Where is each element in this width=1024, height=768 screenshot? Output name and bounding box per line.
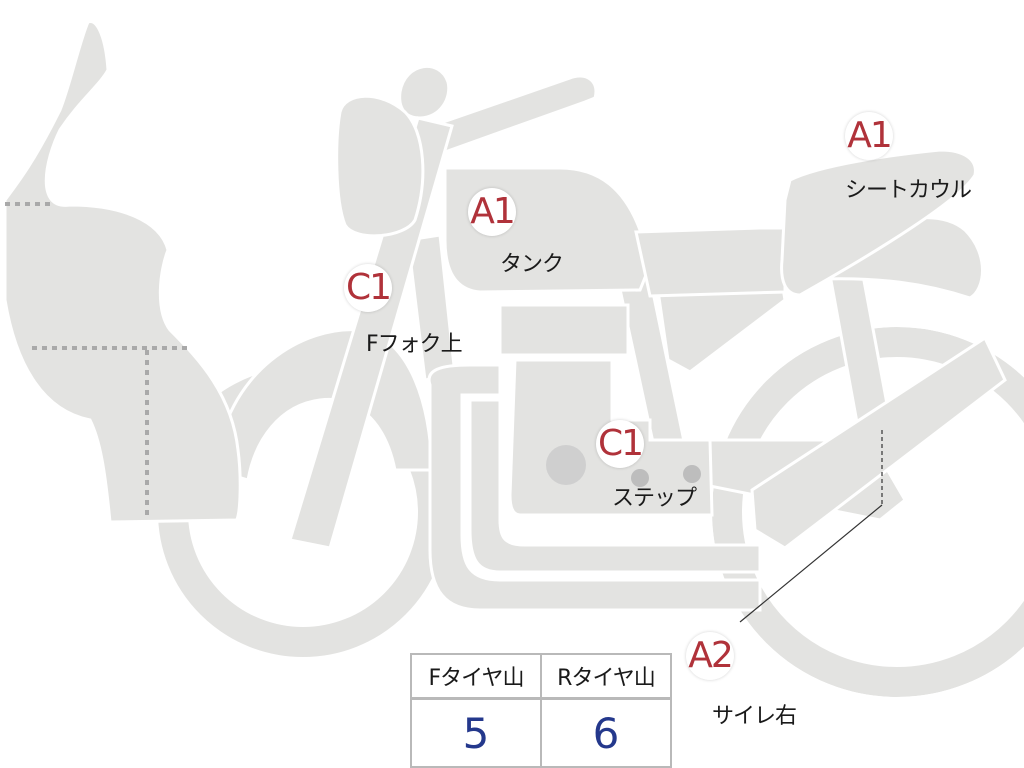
rear-tire-tread-header: Rタイヤ山 — [540, 655, 670, 697]
front-tire-tread-header: Fタイヤ山 — [428, 666, 525, 691]
step-marker: C1 — [596, 420, 644, 468]
fork-upper-marker: C1 — [344, 264, 392, 312]
rear-wheel — [712, 327, 1024, 697]
tire-tread-table: Fタイヤ山 Rタイヤ山 5 6 — [410, 653, 672, 768]
seat-cowl-label: シートカウル — [845, 178, 972, 203]
headlight — [335, 94, 425, 238]
muffler — [750, 335, 1007, 550]
front-fairing — [3, 20, 242, 524]
step-label: ステップ — [612, 486, 697, 511]
silencer-leader — [739, 504, 883, 623]
tread-table-value-row: 5 6 — [412, 700, 670, 766]
rear-tire-tread-value: 6 — [540, 700, 670, 766]
mirror — [398, 65, 451, 120]
exhaust-outer — [427, 363, 762, 612]
seat — [634, 226, 787, 298]
handlebar — [417, 74, 598, 154]
seat-cowl-marker: A1 — [845, 112, 893, 160]
front-tire-tread-value: 5 — [462, 708, 490, 758]
tread-table-header-row: Fタイヤ山 Rタイヤ山 — [412, 655, 670, 700]
engine-head — [498, 303, 630, 357]
silencer-right-label: サイレ右 — [712, 704, 797, 729]
tank-marker: A1 — [468, 188, 516, 236]
exhaust-inner — [468, 398, 762, 574]
silencer-right-marker: A2 — [686, 632, 734, 680]
tank-label: タンク — [500, 252, 564, 277]
fork-upper-label: Fフォク上 — [366, 332, 463, 357]
